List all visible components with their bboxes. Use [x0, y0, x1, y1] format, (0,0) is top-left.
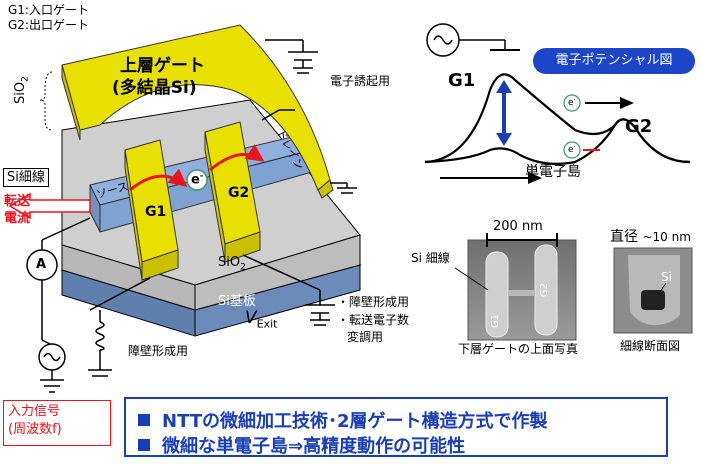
cross-si-label: Si: [661, 271, 672, 283]
induction-label: 電子誘起用: [330, 75, 390, 87]
sio2-bracket: [40, 72, 52, 130]
summary-box: NTTの微細加工技術･2層ゲート構造方式で作製 微細な単電子島⇒高精度動作の可能…: [124, 397, 668, 457]
sem-image: [455, 233, 576, 340]
inductor-icon: [96, 322, 104, 350]
gate1-label: G1: [145, 205, 166, 219]
transfer-bullet-2: 変調用: [347, 331, 383, 343]
potential-electron-1: e-: [568, 97, 576, 108]
input-signal-box: 入力信号 (周波数f): [3, 400, 111, 446]
vexit-label: VExit: [245, 310, 277, 329]
transfer-label-2: 電流: [4, 212, 30, 225]
potential-electron-2: e-: [568, 144, 576, 155]
potential-title: 電子ポテンシャル図: [533, 48, 695, 74]
barrier-label: 障壁形成用: [128, 345, 188, 357]
cross-section-image: [614, 248, 692, 333]
bullet-square-icon: [138, 439, 150, 451]
sem-wire-label: Si 細線: [411, 252, 450, 264]
upper-gate-sublabel: (多結晶Si): [112, 80, 197, 97]
si-substrate-label: Si基板: [218, 295, 256, 308]
electron-label: e-: [191, 172, 203, 186]
upper-gate-label: 上層ゲート: [120, 58, 205, 75]
gate2-label: G2: [228, 186, 249, 200]
diameter-label: 直径 ~10 nm: [610, 230, 691, 244]
bullet-square-icon: [138, 414, 150, 426]
input-frequency-label: (周波数f): [8, 421, 110, 439]
sem-g1-label: G1: [491, 314, 501, 328]
sem-g2-label: G2: [540, 283, 550, 297]
sem-scale-label: 200 nm: [493, 220, 543, 233]
cross-caption: 細線断面図: [620, 340, 680, 352]
sem-caption: 下層ゲートの上面写真: [458, 343, 578, 355]
transfer-label-1: 転送: [4, 195, 30, 208]
island-label: 単電子島: [525, 165, 581, 179]
legend-g2: G2:出口ゲート: [8, 19, 89, 31]
potential-g1: G1: [448, 72, 475, 90]
input-signal-label: 入力信号: [8, 403, 110, 421]
sio2-base-label: SiO2: [218, 256, 246, 273]
potential-g2: G2: [625, 118, 652, 136]
ammeter-label: A: [36, 258, 46, 271]
summary-item-2: 微細な単電子島⇒高精度動作の可能性: [138, 432, 465, 458]
sio2-side-label: SiO2: [14, 76, 31, 104]
transfer-bullet-1: ・転送電子数: [337, 314, 409, 326]
summary-item-1: NTTの微細加工技術･2層ゲート構造方式で作製: [138, 407, 548, 433]
barrier-bullet: ・障壁形成用: [337, 296, 409, 308]
si-wire-label: Si細線: [3, 168, 49, 187]
legend-g1: G1:入口ゲート: [8, 4, 89, 16]
